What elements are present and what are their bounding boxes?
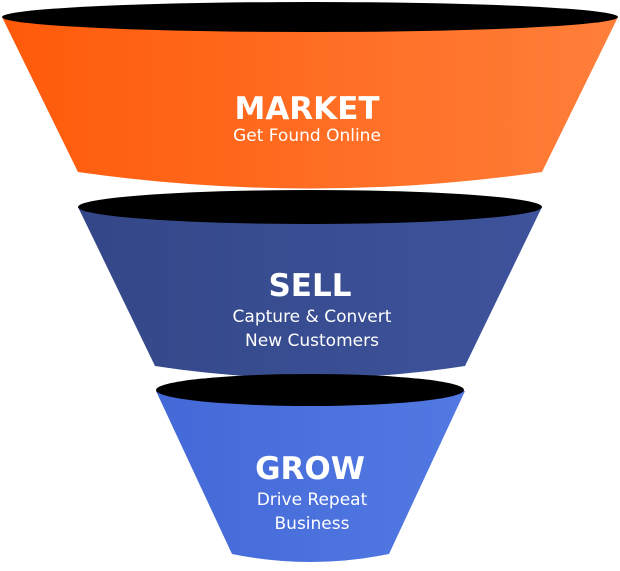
funnel-rim-grow (156, 374, 464, 406)
stage-subtitle-sell-line-2: New Customers (245, 331, 379, 351)
stage-subtitle-grow-line-2: Business (275, 514, 350, 534)
stage-subtitle-grow-line-1: Drive Repeat (257, 490, 368, 510)
stage-subtitle-sell-line-1: Capture & Convert (233, 307, 392, 327)
funnel-stage-sell: SELL Capture & Convert New Customers (78, 190, 542, 378)
stage-title-market: MARKET (234, 91, 379, 127)
stage-subtitle-market-line-1: Get Found Online (233, 126, 381, 146)
funnel-stage-market: MARKET Get Found Online (2, 2, 618, 189)
funnel-segment-market (2, 17, 618, 189)
funnel-rim-market (2, 2, 618, 32)
funnel-rim-sell (78, 190, 542, 224)
funnel-segment-grow (156, 391, 465, 562)
funnel-segment-sell (78, 207, 542, 378)
stage-title-sell: SELL (268, 268, 351, 304)
stage-title-grow: GROW (255, 451, 365, 487)
funnel-stage-grow: GROW Drive Repeat Business (156, 374, 465, 562)
